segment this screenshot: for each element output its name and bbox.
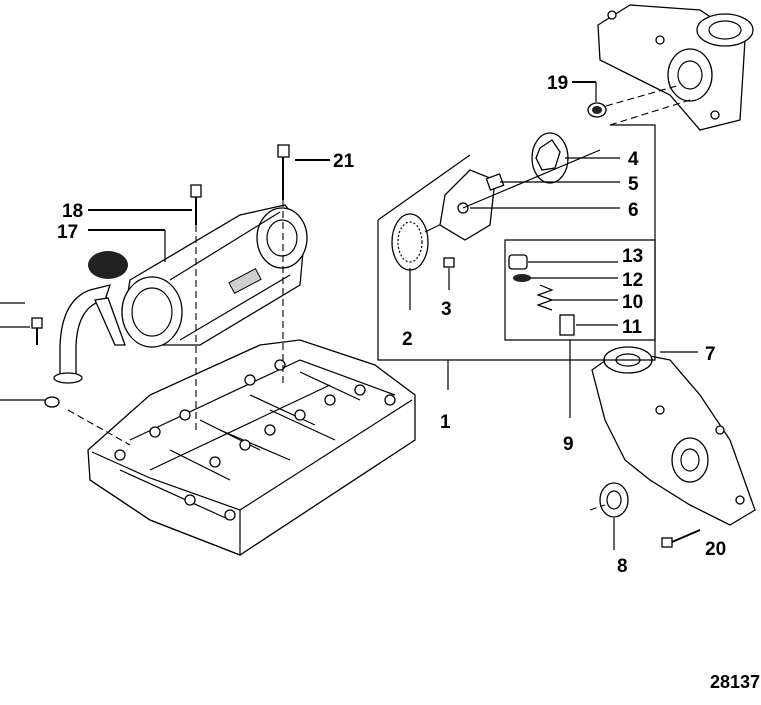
callout-17: 17 <box>57 222 78 243</box>
relief-piston-11 <box>559 314 575 336</box>
callout-6: 6 <box>628 200 639 221</box>
block-bolt-holes <box>114 359 396 521</box>
leader-lines <box>0 81 698 550</box>
callout-9: 9 <box>563 434 574 455</box>
reference-number: 28137 <box>710 672 760 692</box>
relief-spring-10 <box>536 284 554 311</box>
callout-1: 1 <box>440 412 451 433</box>
relief-plug-13 <box>508 254 528 270</box>
callout-13: 13 <box>622 246 643 267</box>
bolt-18 <box>190 184 202 225</box>
relief-washer-12 <box>513 274 531 282</box>
callout-10: 10 <box>622 292 643 313</box>
callout-19: 19 <box>547 73 568 94</box>
pump-key-5 <box>485 173 505 191</box>
balance-shaft-housing <box>121 204 308 348</box>
screw-3 <box>443 257 455 268</box>
callout-20: 20 <box>705 539 726 560</box>
callout-12: 12 <box>622 270 643 291</box>
oil-pickup-tube <box>53 251 128 384</box>
oil-pump-body-7 <box>591 346 756 526</box>
oil-pump-assembled <box>597 4 754 131</box>
callout-11: 11 <box>622 317 643 338</box>
crank-seal-8 <box>599 482 629 518</box>
engine-block <box>87 339 416 556</box>
callout-21: 21 <box>333 151 355 172</box>
strainer-screen <box>88 251 128 279</box>
callout-bracket-9 <box>504 239 656 418</box>
pump-rotor-4 <box>531 132 569 184</box>
callout-2: 2 <box>402 329 413 350</box>
callout-4: 4 <box>628 149 639 170</box>
bolt-20 <box>661 529 701 548</box>
callout-5: 5 <box>628 174 639 195</box>
callout-labels: 1 2 3 4 5 6 7 8 9 10 11 12 13 17 18 19 2… <box>57 73 760 692</box>
pickup-fasteners <box>31 317 60 408</box>
callout-bracket-1 <box>377 124 656 390</box>
callout-8: 8 <box>617 556 628 577</box>
seal-19 <box>587 102 607 118</box>
callout-7: 7 <box>705 344 716 365</box>
callout-18: 18 <box>62 201 83 222</box>
pump-cover-6 <box>439 169 496 241</box>
callout-3: 3 <box>441 299 452 320</box>
bolt-21 <box>277 144 290 200</box>
